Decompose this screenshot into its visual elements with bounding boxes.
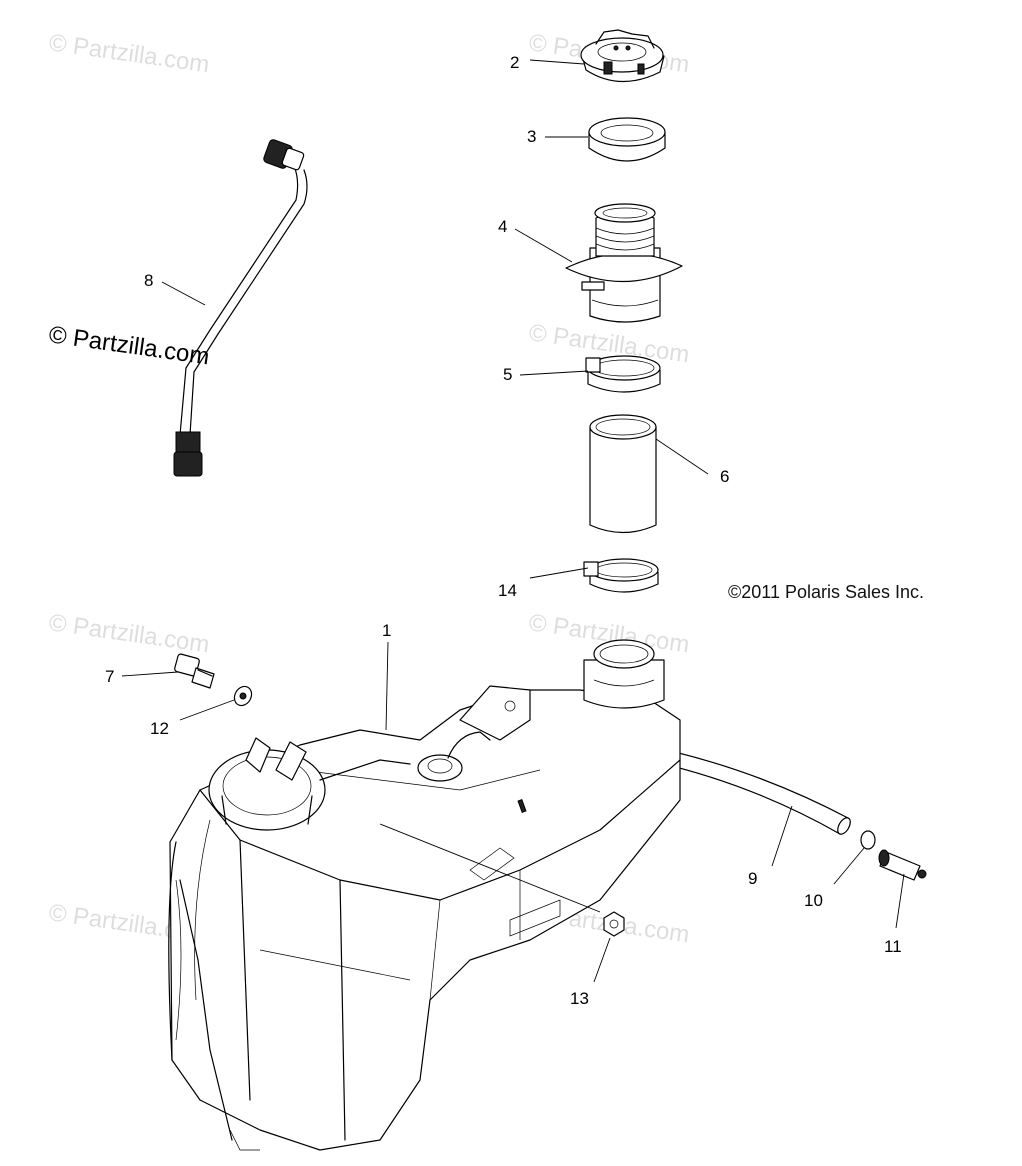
callout-4: 4	[498, 217, 507, 236]
callout-6: 6	[720, 467, 729, 486]
callout-12: 12	[150, 719, 169, 738]
part-8-vent-hose	[173, 139, 308, 477]
callout-1: 1	[382, 621, 391, 640]
callout-13: 13	[570, 989, 589, 1008]
callout-labels: 1 2 3 4 5 6 7 8 9 10 11 12 13 14	[105, 53, 902, 1008]
part-12-washer	[233, 685, 253, 707]
part-2-fuel-cap	[580, 29, 665, 83]
part-7-bolt	[174, 653, 215, 689]
part-13-nut	[603, 911, 625, 937]
callout-5: 5	[503, 365, 512, 384]
callout-3: 3	[527, 127, 536, 146]
part-1-fuel-tank	[168, 639, 681, 1151]
callout-14: 14	[498, 581, 517, 600]
callout-7: 7	[105, 667, 114, 686]
callout-11: 11	[884, 937, 902, 956]
callout-8: 8	[144, 271, 153, 290]
part-4-filler-neck	[565, 203, 683, 323]
watermark-top-left: © Partzilla.com	[47, 29, 211, 78]
part-10-cap	[860, 830, 876, 850]
part-11-valve	[878, 849, 927, 881]
copyright-text: ©2011 Polaris Sales Inc.	[728, 582, 924, 602]
leader-lines	[121, 59, 905, 983]
watermark-main: © Partzilla.com	[47, 321, 211, 370]
callout-2: 2	[510, 53, 519, 72]
part-14-clamp	[583, 558, 659, 593]
part-5-clamp	[585, 355, 661, 393]
watermark-mid-left: © Partzilla.com	[47, 609, 211, 658]
callout-9: 9	[748, 869, 757, 888]
callout-10: 10	[804, 891, 823, 910]
part-3-gasket	[588, 117, 666, 162]
part-6-hose-sleeve	[589, 414, 657, 534]
